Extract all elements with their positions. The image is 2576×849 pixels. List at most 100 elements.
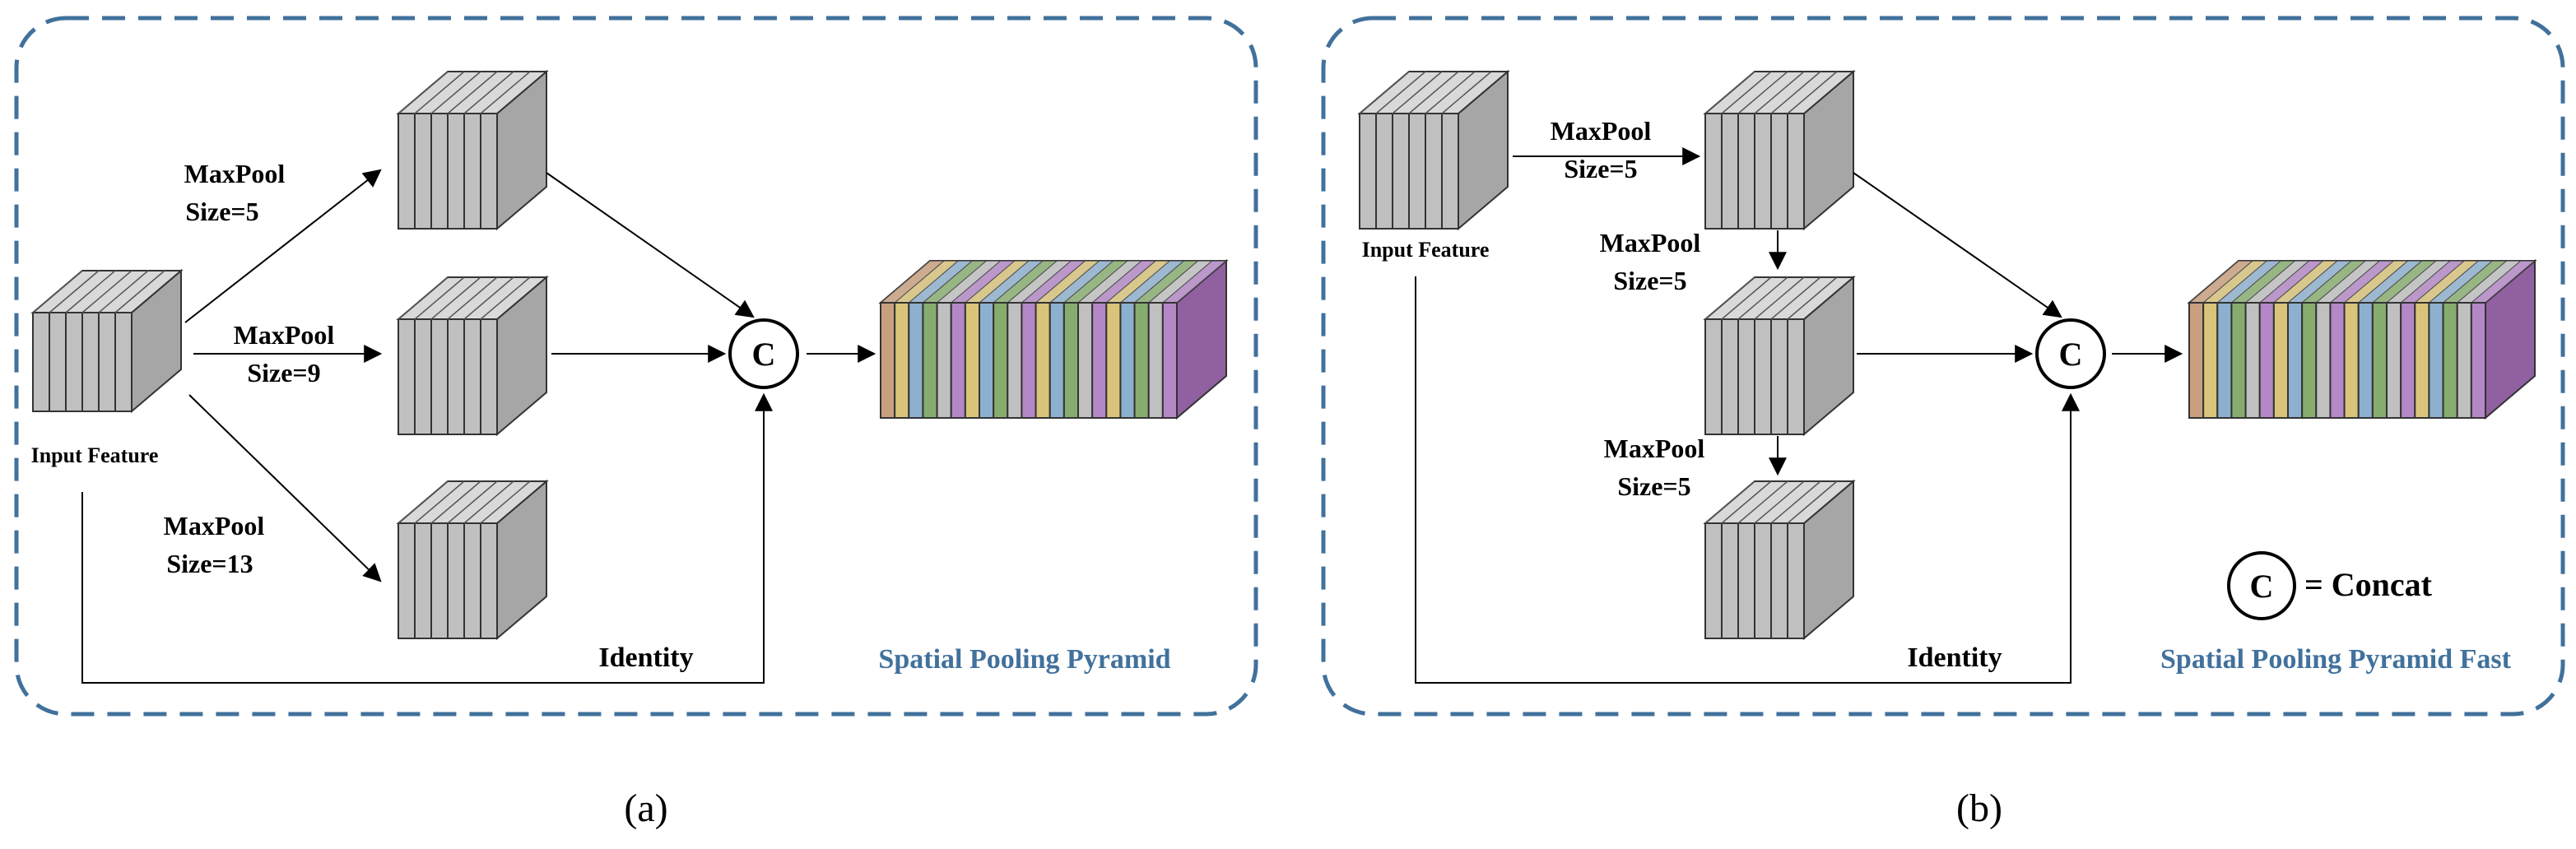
block-strip: [1787, 113, 1805, 230]
block-top-line: [430, 71, 481, 114]
block-strip: [1754, 113, 1772, 230]
maxpool-13-block: [396, 479, 549, 641]
arrow-step1-to-concat: [1853, 172, 2062, 318]
concat-strip: [922, 302, 938, 419]
concat-strip: [2315, 302, 2332, 419]
concat-strip: [2287, 302, 2304, 419]
block-top-line: [463, 480, 514, 524]
panel-a-border: [14, 16, 1258, 717]
block-top-line: [1737, 480, 1788, 524]
input-feature-block: [30, 268, 184, 414]
block-top-line: [1737, 276, 1788, 320]
block-top-line: [1704, 276, 1755, 320]
block-top-line: [1770, 71, 1821, 114]
block-strip: [480, 318, 498, 435]
block-top-line: [1721, 71, 1772, 114]
block-strip: [1704, 522, 1723, 639]
identity-path: [81, 392, 773, 684]
identity-path-b: [1415, 276, 2080, 684]
maxpool-step2-block: [1703, 275, 1856, 437]
step2-size: Size=5: [1613, 266, 1686, 295]
block-top-line: [1392, 71, 1443, 114]
concat-strip: [1105, 302, 1122, 419]
block-strip: [1737, 318, 1755, 435]
block-top-line: [98, 270, 149, 313]
concat-strip: [2470, 302, 2487, 419]
block-strip: [463, 318, 481, 435]
block-strip: [398, 318, 416, 435]
block-top-line: [447, 276, 498, 320]
block-top-line: [1721, 480, 1772, 524]
concat-strip: [2202, 302, 2219, 419]
block-top-line: [414, 71, 465, 114]
concat-strip: [2343, 302, 2360, 419]
concat-strip: [1091, 302, 1108, 419]
concat-symbol: C: [752, 336, 776, 373]
panel-b: Input Feature MaxPool Size=5 MaxPool Siz…: [1321, 16, 2565, 717]
concat-strip: [936, 302, 952, 419]
block-strip: [414, 522, 432, 639]
block-strip: [1754, 318, 1772, 435]
input-feature-label: Input Feature: [31, 443, 159, 467]
block-top-line: [430, 480, 481, 524]
concat-strip: [908, 302, 924, 419]
block-strip: [480, 522, 498, 639]
block-strip: [414, 318, 432, 435]
block-top-line: [1441, 71, 1492, 114]
step3-label: MaxPool: [1604, 434, 1705, 463]
block-top-line: [463, 276, 514, 320]
maxpool-5-block: [396, 69, 549, 231]
block-top-line: [65, 270, 116, 313]
concat-node: [728, 318, 799, 389]
block-top-line: [1787, 276, 1838, 320]
block-top-line: [430, 276, 481, 320]
block-top-line: [398, 480, 449, 524]
arrow-maxpool5-to-concat: [546, 172, 755, 318]
concat-strip: [1119, 302, 1136, 419]
block-top-line: [414, 276, 465, 320]
block-strip: [1721, 113, 1739, 230]
concat-strip: [964, 302, 981, 419]
block-strip: [114, 312, 133, 412]
block-strip: [1704, 113, 1723, 230]
block-top-line: [398, 276, 449, 320]
block-strip: [447, 113, 465, 230]
concat-strip: [2244, 302, 2261, 419]
concat-strip: [2414, 302, 2430, 419]
concat-strip: [979, 302, 995, 419]
concat-strip: [1161, 302, 1179, 419]
block-top-line: [1770, 276, 1821, 320]
input-feature-label-b: Input Feature: [1362, 238, 1490, 262]
block-strip: [65, 312, 83, 412]
block-top-line: [463, 71, 514, 114]
block-strip: [1787, 522, 1805, 639]
block-top-line: [49, 270, 100, 313]
block-strip: [430, 113, 449, 230]
concat-strip: [2272, 302, 2290, 419]
maxpool-5-size: Size=5: [185, 197, 258, 226]
caption-b: (b): [1956, 786, 2002, 830]
panel-b-border: [1321, 16, 2565, 717]
block-top-line: [1787, 71, 1838, 114]
block-strip: [447, 522, 465, 639]
block-strip: [49, 312, 67, 412]
concat-strip: [2357, 302, 2374, 419]
concat-strip: [2428, 302, 2444, 419]
input-feature-block-b: [1357, 69, 1510, 231]
panel-a-title: Spatial Pooling Pyramid: [878, 644, 1170, 675]
concat-strip: [1062, 302, 1080, 419]
block-top-line: [480, 480, 531, 524]
legend-concat-node: [2227, 551, 2296, 620]
concat-output-block: [878, 258, 1229, 420]
concat-strip: [2188, 302, 2205, 419]
block-top-line: [1754, 276, 1805, 320]
block-top-line: [1408, 71, 1459, 114]
block-strip: [81, 312, 100, 412]
concat-strip: [1021, 302, 1037, 419]
identity-label: Identity: [598, 643, 693, 673]
concat-output-block-b: [2187, 258, 2537, 420]
concat-strip: [2456, 302, 2472, 419]
block-strip: [463, 522, 481, 639]
maxpool-step3-block: [1703, 479, 1856, 641]
